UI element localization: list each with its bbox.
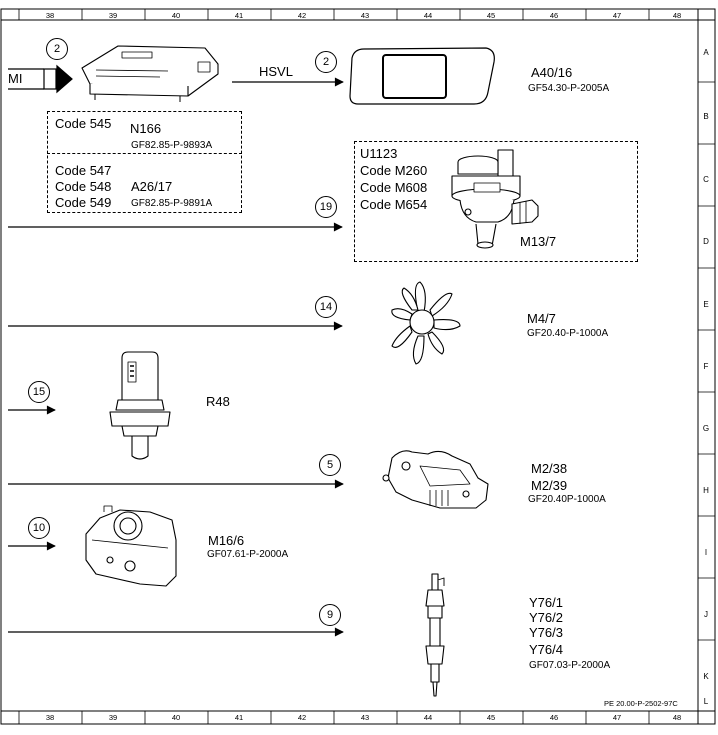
grid-col-44-bottom: 44	[423, 713, 433, 722]
grid-col-42-bottom: 42	[297, 713, 307, 722]
code-m654-label: Code M654	[360, 197, 428, 212]
grid-col-42: 42	[297, 11, 307, 20]
grid-col-38-bottom: 38	[45, 713, 55, 722]
grid-col-40-bottom: 40	[171, 713, 181, 722]
grid-row-g: G	[702, 424, 710, 433]
grid-col-47-bottom: 47	[612, 713, 622, 722]
callout-14: 14	[315, 296, 337, 318]
grid-row-b: B	[703, 112, 709, 121]
codes-box-divider	[47, 153, 242, 154]
m4-ref: GF20.40-P-1000A	[527, 328, 609, 339]
fan-icon	[391, 281, 461, 365]
y76-ref: GF07.03-P-2000A	[529, 660, 611, 671]
grid-col-44: 44	[423, 11, 433, 20]
m13-label: M13/7	[520, 234, 557, 249]
code-545-label: Code 545	[55, 116, 112, 131]
m16-ref: GF07.61-P-2000A	[207, 549, 289, 560]
hsvl-label: HSVL	[259, 64, 293, 79]
callout-5: 5	[319, 454, 341, 476]
grid-col-39: 39	[108, 11, 118, 20]
drawing-reference: PE 20.00-P-2502-97C	[604, 699, 678, 708]
n166-ref: GF82.85-P-9893A	[131, 140, 213, 151]
grid-col-41: 41	[234, 11, 244, 20]
control-module-icon	[81, 45, 219, 102]
callout-10: 10	[28, 517, 50, 539]
code-m608-label: Code M608	[360, 180, 428, 195]
grid-row-f: F	[703, 362, 709, 371]
callout-2-left: 2	[46, 38, 68, 60]
grid-row-k: K	[703, 672, 709, 681]
m2-39-label: M2/39	[531, 478, 568, 493]
y76-2-label: Y76/2	[529, 610, 563, 625]
a40-ref: GF54.30-P-2005A	[528, 83, 610, 94]
grid-col-45: 45	[486, 11, 496, 20]
code-547-label: Code 547	[55, 163, 112, 178]
grid-col-43-bottom: 43	[360, 713, 370, 722]
u1123-label: U1123	[360, 146, 398, 161]
grid-row-d: D	[703, 237, 709, 246]
frame	[0, 8, 716, 725]
grid-col-47: 47	[612, 11, 622, 20]
grid-col-39-bottom: 39	[108, 713, 118, 722]
grid-row-j: J	[704, 610, 708, 619]
grid-col-40: 40	[171, 11, 181, 20]
display-unit-icon	[349, 47, 495, 105]
callout-15: 15	[28, 381, 50, 403]
grid-row-c: C	[703, 175, 709, 184]
callout-9: 9	[319, 604, 341, 626]
grid-col-46-bottom: 46	[549, 713, 559, 722]
grid-row-h: H	[703, 486, 709, 495]
grid-col-48-bottom: 48	[672, 713, 682, 722]
m2-ref: GF20.40P-1000A	[528, 494, 606, 505]
codes-option-box	[47, 111, 242, 213]
y76-1-label: Y76/1	[529, 595, 563, 610]
pump-icon	[451, 149, 539, 249]
pump-option-box	[354, 141, 638, 262]
grid-col-38: 38	[45, 11, 55, 20]
mi-connector	[8, 64, 73, 94]
injector-icon	[425, 573, 445, 697]
y76-3-label: Y76/3	[529, 625, 563, 640]
code-548-label: Code 548	[55, 179, 112, 194]
grid-col-43: 43	[360, 11, 370, 20]
throttle-actuator-icon	[85, 505, 177, 587]
callout-2-right: 2	[315, 51, 337, 73]
callout-19: 19	[315, 196, 337, 218]
actuator-icon	[382, 450, 489, 509]
sensor-icon	[109, 351, 171, 460]
grid-row-i: I	[704, 548, 708, 557]
grid-row-e: E	[703, 300, 709, 309]
grid-row-l: L	[703, 697, 709, 706]
m2-38-label: M2/38	[531, 461, 568, 476]
a40-label: A40/16	[531, 65, 573, 80]
grid-row-a: A	[703, 48, 709, 57]
y76-4-label: Y76/4	[529, 642, 563, 657]
code-549-label: Code 549	[55, 195, 112, 210]
n166-label: N166	[130, 121, 162, 136]
code-m260-label: Code M260	[360, 163, 428, 178]
grid-col-45-bottom: 45	[486, 713, 496, 722]
mi-label: MI	[8, 71, 23, 86]
grid-col-46: 46	[549, 11, 559, 20]
a26-ref: GF82.85-P-9891A	[131, 198, 213, 209]
a26-label: A26/17	[131, 179, 173, 194]
m16-label: M16/6	[208, 533, 245, 548]
grid-col-48: 48	[672, 11, 682, 20]
grid-col-41-bottom: 41	[234, 713, 244, 722]
m4-label: M4/7	[527, 311, 556, 326]
wires	[8, 77, 344, 637]
r48-label: R48	[206, 394, 230, 409]
